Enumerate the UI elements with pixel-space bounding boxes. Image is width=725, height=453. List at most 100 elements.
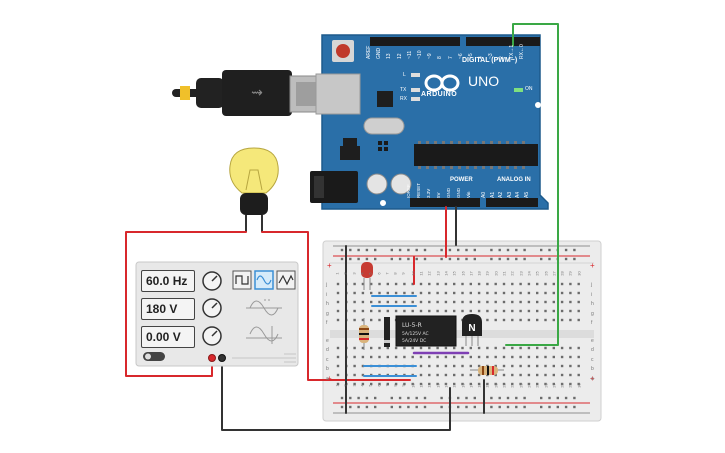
breadboard-hole[interactable] — [398, 248, 402, 252]
breadboard-hole[interactable] — [394, 282, 398, 286]
breadboard-hole[interactable] — [560, 282, 564, 286]
red-led[interactable] — [361, 262, 373, 290]
breadboard-hole[interactable] — [415, 248, 418, 252]
breadboard-hole[interactable] — [527, 355, 531, 359]
breadboard-hole[interactable] — [365, 405, 369, 409]
breadboard-hole[interactable] — [453, 282, 456, 286]
breadboard-hole[interactable] — [560, 300, 564, 304]
breadboard-hole[interactable] — [506, 257, 510, 261]
breadboard-hole[interactable] — [573, 405, 576, 409]
breadboard-hole[interactable] — [552, 346, 555, 350]
breadboard-hole[interactable] — [573, 257, 576, 261]
breadboard-hole[interactable] — [494, 364, 497, 368]
breadboard-hole[interactable] — [469, 300, 472, 304]
breadboard-hole[interactable] — [536, 364, 539, 368]
breadboard-hole[interactable] — [353, 373, 356, 377]
breadboard-hole[interactable] — [473, 396, 476, 400]
breadboard-hole[interactable] — [477, 373, 481, 377]
breadboard-hole[interactable] — [349, 257, 352, 261]
breadboard-hole[interactable] — [378, 300, 381, 304]
breadboard-hole[interactable] — [353, 291, 356, 295]
breadboard-hole[interactable] — [407, 396, 410, 400]
breadboard-hole[interactable] — [519, 300, 522, 304]
digital-header-left[interactable] — [370, 37, 460, 46]
breadboard-hole[interactable] — [461, 364, 464, 368]
breadboard-hole[interactable] — [477, 309, 481, 313]
breadboard-hole[interactable] — [515, 396, 518, 400]
breadboard-hole[interactable] — [440, 248, 443, 252]
breadboard-hole[interactable] — [370, 355, 373, 359]
breadboard-hole[interactable] — [349, 405, 352, 409]
breadboard-hole[interactable] — [552, 364, 555, 368]
breadboard-hole[interactable] — [370, 346, 373, 350]
breadboard-hole[interactable] — [573, 396, 576, 400]
breadboard-hole[interactable] — [469, 382, 472, 386]
breadboard-hole[interactable] — [336, 282, 340, 286]
breadboard-hole[interactable] — [374, 396, 377, 400]
breadboard-hole[interactable] — [370, 300, 373, 304]
breadboard-hole[interactable] — [556, 405, 559, 409]
breadboard-hole[interactable] — [506, 396, 510, 400]
breadboard-hole[interactable] — [374, 248, 377, 252]
breadboard-hole[interactable] — [461, 373, 464, 377]
breadboard-hole[interactable] — [469, 346, 472, 350]
breadboard-hole[interactable] — [436, 309, 439, 313]
breadboard-hole[interactable] — [502, 373, 506, 377]
breadboard-hole[interactable] — [494, 300, 497, 304]
breadboard-hole[interactable] — [423, 257, 427, 261]
breadboard-hole[interactable] — [361, 318, 365, 322]
breadboard-hole[interactable] — [444, 373, 448, 377]
breadboard-hole[interactable] — [415, 396, 418, 400]
breadboard-hole[interactable] — [477, 300, 481, 304]
breadboard-hole[interactable] — [498, 396, 501, 400]
breadboard-hole[interactable] — [473, 248, 476, 252]
breadboard-hole[interactable] — [340, 248, 344, 252]
breadboard-hole[interactable] — [461, 382, 464, 386]
breadboard-hole[interactable] — [511, 282, 514, 286]
breadboard-hole[interactable] — [444, 291, 448, 295]
breadboard-hole[interactable] — [336, 309, 340, 313]
breadboard-hole[interactable] — [361, 282, 365, 286]
breadboard-hole[interactable] — [403, 382, 406, 386]
breadboard-hole[interactable] — [336, 364, 340, 368]
breadboard-hole[interactable] — [465, 257, 468, 261]
breadboard-hole[interactable] — [511, 309, 514, 313]
breadboard-hole[interactable] — [552, 300, 555, 304]
breadboard-hole[interactable] — [428, 346, 431, 350]
breadboard-hole[interactable] — [378, 318, 381, 322]
breadboard-hole[interactable] — [436, 364, 439, 368]
breadboard-hole[interactable] — [519, 291, 522, 295]
breadboard-hole[interactable] — [577, 373, 580, 377]
breadboard-hole[interactable] — [428, 282, 431, 286]
breadboard-hole[interactable] — [560, 382, 564, 386]
breadboard-hole[interactable] — [544, 318, 547, 322]
breadboard-hole[interactable] — [453, 300, 456, 304]
breadboard-hole[interactable] — [473, 405, 476, 409]
breadboard-hole[interactable] — [444, 346, 448, 350]
breadboard-hole[interactable] — [419, 382, 423, 386]
breadboard-hole[interactable] — [444, 309, 448, 313]
breadboard-hole[interactable] — [577, 346, 580, 350]
breadboard-hole[interactable] — [502, 364, 506, 368]
breadboard-hole[interactable] — [378, 282, 381, 286]
breadboard-hole[interactable] — [336, 373, 340, 377]
breadboard-hole[interactable] — [361, 364, 365, 368]
breadboard-hole[interactable] — [461, 291, 464, 295]
breadboard-hole[interactable] — [365, 257, 369, 261]
power-switch[interactable] — [143, 352, 165, 361]
frequency-knob[interactable] — [202, 271, 222, 291]
breadboard-hole[interactable] — [403, 282, 406, 286]
breadboard-hole[interactable] — [527, 300, 531, 304]
breadboard-hole[interactable] — [403, 346, 406, 350]
breadboard-hole[interactable] — [353, 300, 356, 304]
breadboard-hole[interactable] — [461, 300, 464, 304]
breadboard-hole[interactable] — [411, 300, 414, 304]
breadboard-hole[interactable] — [361, 346, 365, 350]
breadboard-hole[interactable] — [453, 309, 456, 313]
breadboard-hole[interactable] — [511, 300, 514, 304]
breadboard-hole[interactable] — [498, 248, 501, 252]
breadboard-hole[interactable] — [370, 291, 373, 295]
arduino-uno-board[interactable] — [310, 34, 549, 210]
breadboard-hole[interactable] — [548, 396, 551, 400]
breadboard-hole[interactable] — [577, 309, 580, 313]
